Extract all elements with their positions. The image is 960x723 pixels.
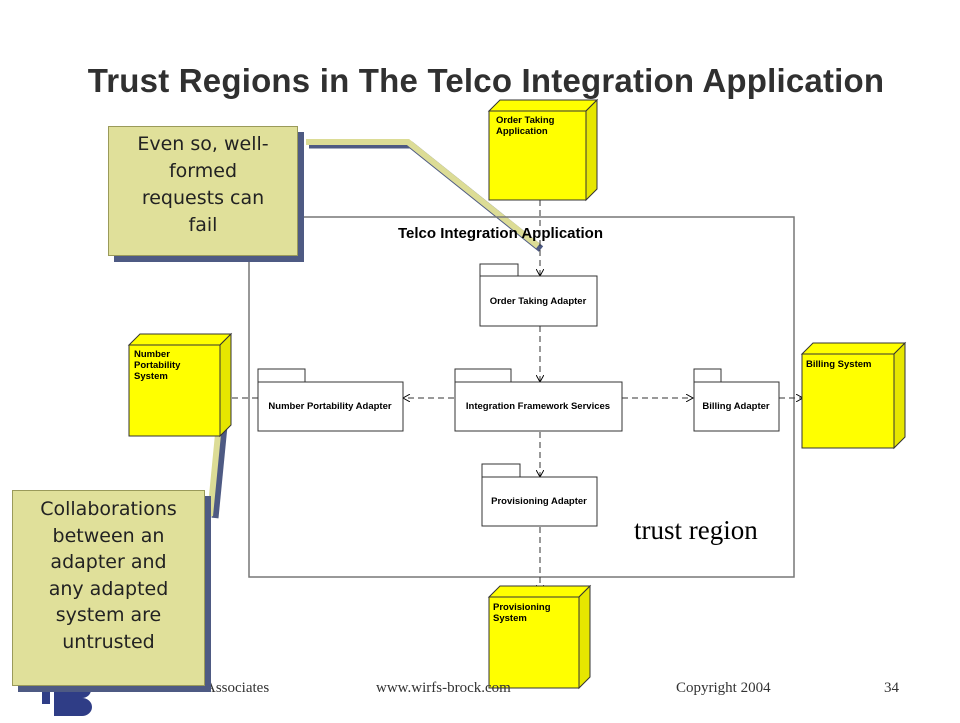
- region-title: Telco Integration Application: [398, 225, 603, 242]
- node-label-line: System: [134, 371, 168, 382]
- callout-line: untrusted: [62, 630, 155, 653]
- footer-copyright: Copyright 2004: [676, 680, 771, 696]
- connectors: [221, 200, 803, 592]
- company-logo: [38, 678, 100, 723]
- page-number: 34: [884, 680, 899, 696]
- node-order-taking-application: Order Taking Application: [487, 98, 599, 202]
- callout-line: any adapted: [48, 577, 169, 600]
- callout-leader-well-formed: [306, 139, 544, 252]
- package-label: Billing Adapter: [702, 401, 770, 412]
- footer-url: www.wirfs-brock.com: [376, 680, 511, 696]
- callout-line: formed: [168, 160, 238, 182]
- node-provisioning-system: Provisioning System: [487, 584, 592, 690]
- callout-line: fail: [188, 214, 218, 236]
- node-label-line: Number: [134, 349, 170, 360]
- callout-line: Even so, well-: [137, 133, 269, 155]
- callout-untrusted-collaborations: Collaborations between an adapter and an…: [12, 490, 205, 686]
- package-label: Integration Framework Services: [466, 401, 610, 412]
- node-label-line: Billing System: [806, 359, 871, 370]
- node-label-line: Order Taking: [496, 115, 555, 126]
- node-label-line: System: [493, 613, 527, 624]
- callout-line: requests can: [141, 187, 265, 209]
- callout-well-formed-requests: Even so, well- formed requests can fail: [108, 126, 298, 256]
- slide-title: Trust Regions in The Telco Integration A…: [87, 62, 885, 99]
- callout-leader-untrusted: [207, 423, 228, 519]
- package-provisioning-adapter: Provisioning Adapter: [481, 463, 598, 527]
- callout-line: adapter and: [50, 551, 167, 573]
- package-label: Order Taking Adapter: [490, 296, 587, 307]
- package-integration-framework-services: Integration Framework Services: [454, 368, 623, 432]
- package-number-portability-adapter: Number Portability Adapter: [257, 368, 404, 432]
- package-label: Number Portability Adapter: [268, 401, 391, 412]
- trust-region-boundary: [248, 216, 795, 578]
- package-order-taking-adapter: Order Taking Adapter: [479, 263, 598, 327]
- node-billing-system: Billing System: [800, 341, 907, 450]
- callout-line: between an: [52, 524, 165, 547]
- callout-line: Collaborations: [40, 498, 177, 520]
- package-label: Provisioning Adapter: [491, 496, 587, 507]
- trust-region-label: trust region: [634, 515, 758, 545]
- node-number-portability-system: Number Portability System: [127, 332, 233, 438]
- callout-line: system are: [55, 604, 162, 626]
- node-label-line: Portability: [134, 360, 181, 371]
- node-label-line: Provisioning: [493, 602, 551, 613]
- node-label-line: Application: [496, 126, 548, 137]
- package-billing-adapter: Billing Adapter: [693, 368, 780, 432]
